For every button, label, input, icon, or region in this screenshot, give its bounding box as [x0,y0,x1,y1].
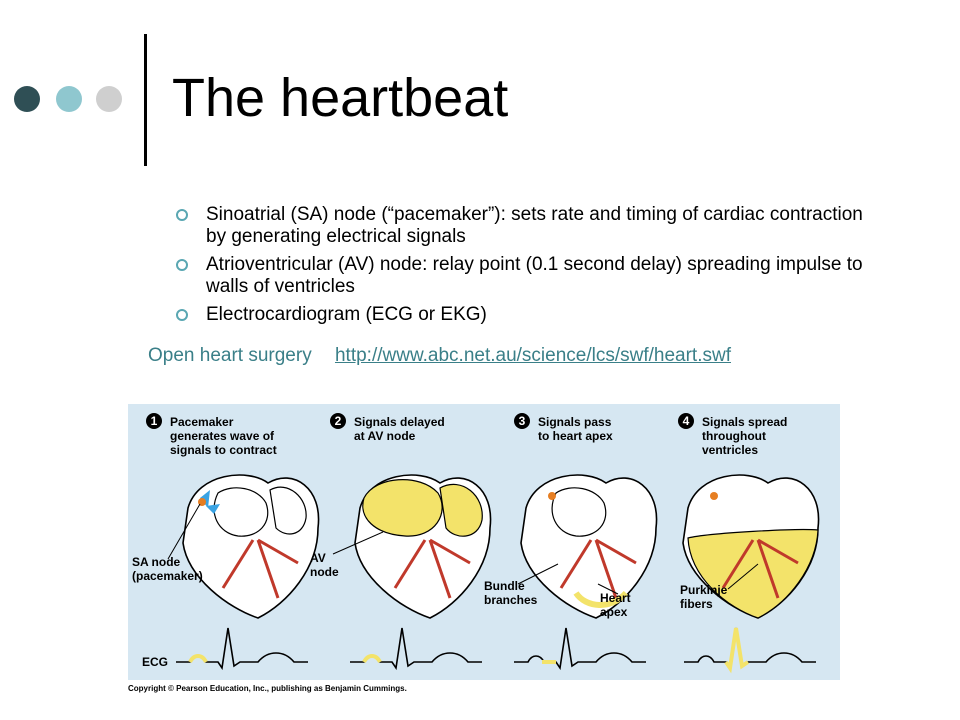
step-number-badge [146,413,162,429]
bullet-text: Electrocardiogram (ECG or EKG) [206,304,487,325]
heart-apex-label: Heart [600,591,631,605]
title-divider [144,34,147,166]
step-number: 2 [335,414,342,428]
decorative-dots [14,86,134,114]
bullet-list: Sinoatrial (SA) node (“pacemaker”): sets… [176,204,876,332]
step-caption: throughout [702,429,766,443]
heartbeat-illustration: 1 Pacemaker generates wave of signals to… [132,413,820,674]
step-number: 1 [151,414,158,428]
step-caption: Signals delayed [354,415,445,429]
step-number-badge [514,413,530,429]
av-node-label: AV [310,551,326,565]
heart-apex-label: apex [600,605,628,619]
step-caption: generates wave of [170,429,275,443]
bullet-text: Atrioventricular (AV) node: relay point … [206,254,863,297]
bundle-branches-label: Bundle [484,579,525,593]
step-number: 3 [519,414,526,428]
step-number-badge [678,413,694,429]
ring-bullet-icon [176,259,188,271]
heart-illustration-4 [682,474,820,619]
ecg-trace-4 [684,627,816,671]
bullet-item: Electrocardiogram (ECG or EKG) [176,304,876,326]
heart-illustration-3 [520,474,658,619]
step-1-header: 1 Pacemaker generates wave of signals to… [146,413,277,457]
dot-teal [56,86,82,112]
ecg-trace-1 [176,627,308,671]
ecg-label: ECG [142,655,168,669]
bullet-item: Sinoatrial (SA) node (“pacemaker”): sets… [176,204,876,248]
heartbeat-figure: 1 Pacemaker generates wave of signals to… [128,404,840,680]
slide-title: The heartbeat [172,68,509,128]
purkinje-fibers-label: fibers [680,597,713,611]
bullet-text: Sinoatrial (SA) node (“pacemaker”): sets… [206,204,863,247]
step-4-header: 4 Signals spread throughout ventricles [678,413,787,457]
step-caption: Signals pass [538,415,612,429]
bundle-branches-label: branches [484,593,538,607]
figure-copyright: Copyright © Pearson Education, Inc., pub… [128,684,407,693]
step-2-header: 2 Signals delayed at AV node [330,413,445,443]
av-node-label: node [310,565,339,579]
sa-node-label: SA node [132,555,181,569]
purkinje-fibers-label: Purkinje [680,583,728,597]
dot-dark [14,86,40,112]
step-3-header: 3 Signals pass to heart apex [514,413,613,443]
step-caption: at AV node [354,429,416,443]
step-number: 4 [683,414,690,428]
link-label: Open heart surgery [148,345,312,366]
dot-gray [96,86,122,112]
step-number-badge [330,413,346,429]
bullet-item: Atrioventricular (AV) node: relay point … [176,254,876,298]
ecg-trace-3 [514,627,646,671]
sa-node-label: (pacemaker) [132,569,203,583]
step-caption: to heart apex [538,429,613,443]
step-caption: ventricles [702,443,758,457]
ecg-trace-2 [350,627,482,671]
step-caption: Pacemaker [170,415,234,429]
ring-bullet-icon [176,209,188,221]
heart-illustration-2 [354,474,492,619]
link-line: Open heart surgery http://www.abc.net.au… [148,344,731,368]
heart-swf-link[interactable]: http://www.abc.net.au/science/lcs/swf/he… [334,345,731,366]
signal-wave-icon [200,490,220,514]
step-caption: Signals spread [702,415,787,429]
ring-bullet-icon [176,309,188,321]
heart-illustration-1 [182,474,320,619]
step-caption: signals to contract [170,443,277,457]
